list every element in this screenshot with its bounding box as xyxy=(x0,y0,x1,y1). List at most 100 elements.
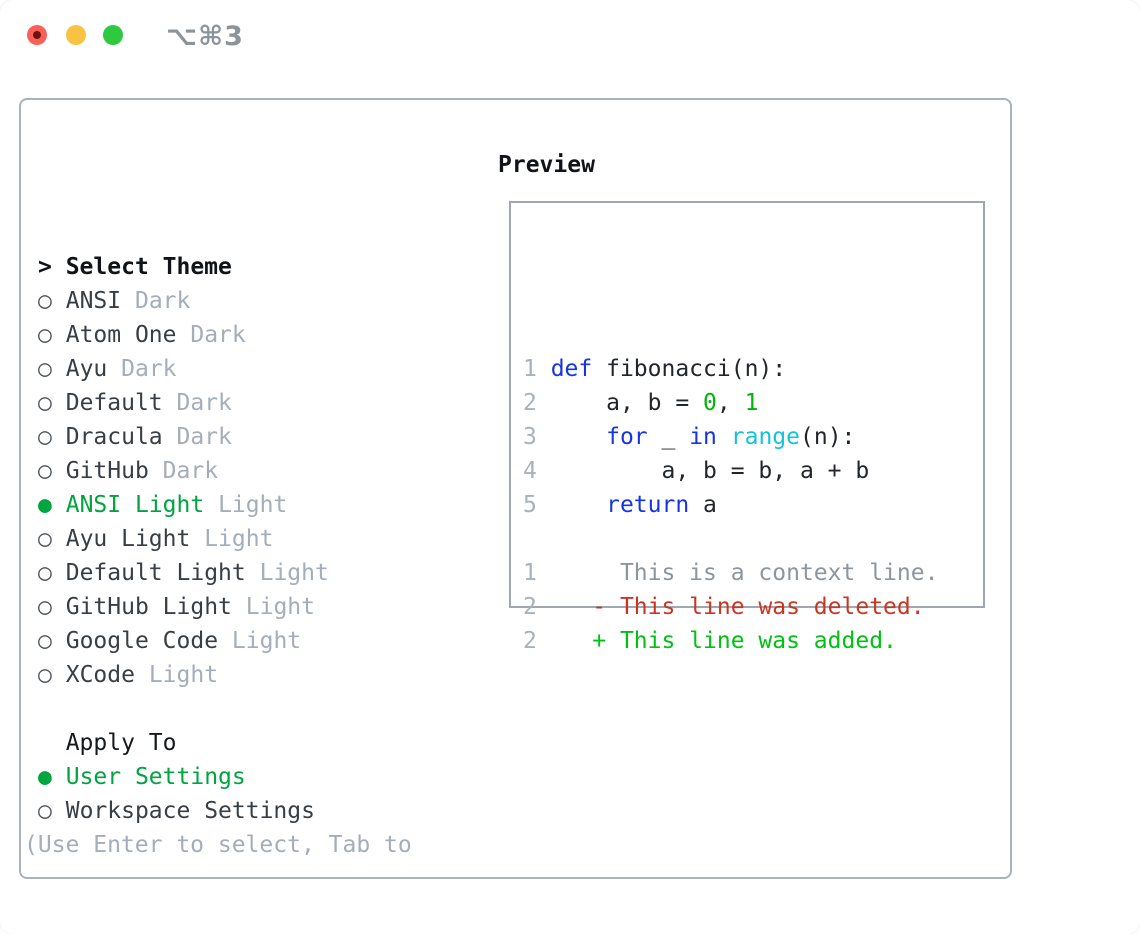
radio-unselected-icon: ○ xyxy=(38,322,52,348)
radio-unselected-icon: ○ xyxy=(38,424,52,450)
gap xyxy=(52,458,66,484)
gap xyxy=(149,458,163,484)
theme-option-default[interactable]: ○ Default Dark xyxy=(38,386,329,420)
token-plain xyxy=(551,492,606,518)
preview-heading: Preview xyxy=(498,152,595,178)
apply-option-workspace-settings[interactable]: ○ Workspace Settings xyxy=(38,794,329,828)
theme-option-ansi[interactable]: ○ ANSI Dark xyxy=(38,284,329,318)
hint-line: (Use Enter to select, Tab to xyxy=(24,832,412,858)
theme-name: Google Code xyxy=(65,628,219,654)
token-plain: a xyxy=(689,492,717,518)
token-plain xyxy=(717,424,731,450)
gap xyxy=(52,628,66,654)
line-number: 1 xyxy=(523,560,551,586)
zoom-button[interactable] xyxy=(103,25,123,45)
radio-unselected-icon: ○ xyxy=(38,458,52,484)
token-number: 1 xyxy=(744,390,759,416)
theme-option-ayu[interactable]: ○ Ayu Dark xyxy=(38,352,329,386)
theme-picker-panel: > Select Theme○ ANSI Dark○ Atom One Dark… xyxy=(19,98,1012,879)
theme-option-github[interactable]: ○ GitHub Dark xyxy=(38,454,329,488)
code-line: 3 for _ in range(n): xyxy=(523,420,983,454)
gap xyxy=(121,288,135,314)
gap xyxy=(52,594,66,620)
token-builtin: range xyxy=(730,424,800,450)
theme-name: Atom One xyxy=(65,322,177,348)
code-line: 1 def fibonacci(n): xyxy=(523,352,983,386)
theme-name: Ayu Light xyxy=(65,526,191,552)
close-button[interactable] xyxy=(27,25,47,45)
line-number: 3 xyxy=(523,424,551,450)
theme-name: Ayu xyxy=(65,356,108,382)
token-plain: a, b = xyxy=(550,390,704,416)
radio-unselected-icon: ○ xyxy=(38,628,52,654)
apply-to-heading: Apply To xyxy=(38,726,329,760)
gap xyxy=(177,322,191,348)
token-plain xyxy=(551,424,606,450)
theme-variant: Light xyxy=(204,526,274,552)
theme-name: ANSI Light xyxy=(65,492,205,518)
token-added: + This line was added. xyxy=(550,628,897,654)
theme-variant: Light xyxy=(231,628,302,654)
hint-line: change focus) xyxy=(24,930,412,934)
radio-unselected-icon: ○ xyxy=(38,390,52,416)
radio-unselected-icon: ○ xyxy=(38,594,52,620)
token-keyword: in xyxy=(689,424,717,450)
theme-option-github-light[interactable]: ○ GitHub Light Light xyxy=(38,590,329,624)
theme-option-google-code[interactable]: ○ Google Code Light xyxy=(38,624,329,658)
line-number: 1 xyxy=(523,356,551,382)
line-number: 2 xyxy=(523,594,551,620)
spacer xyxy=(38,692,329,726)
theme-name: Dracula xyxy=(65,424,163,450)
token-plain: , xyxy=(716,390,745,416)
keyboard-hint: (Use Enter to select, Tab to change focu… xyxy=(24,760,412,934)
theme-name: Default Light xyxy=(65,560,246,586)
gap xyxy=(163,390,177,416)
theme-option-ansi-light[interactable]: ● ANSI Light Light xyxy=(38,488,329,522)
line-number: 2 xyxy=(523,390,551,416)
gap xyxy=(52,662,66,688)
token-plain: a, b = b, a + b xyxy=(550,458,870,484)
code-line: 2 - This line was deleted. xyxy=(523,590,983,624)
theme-variant: Dark xyxy=(162,458,219,484)
window-title: ⌥⌘3 xyxy=(166,21,244,52)
theme-option-atom-one[interactable]: ○ Atom One Dark xyxy=(38,318,329,352)
cursor-prefix-icon: > xyxy=(38,254,66,280)
theme-option-ayu-light[interactable]: ○ Ayu Light Light xyxy=(38,522,329,556)
theme-variant: Light xyxy=(259,560,329,586)
radio-unselected-icon: ○ xyxy=(38,560,52,586)
gap xyxy=(107,356,121,382)
token-context: This is a context line. xyxy=(550,560,939,586)
token-plain: fibonacci(n): xyxy=(592,356,787,382)
gap xyxy=(52,288,66,314)
apply-option-user-settings[interactable]: ● User Settings xyxy=(38,760,329,794)
theme-variant: Dark xyxy=(176,424,232,450)
theme-option-dracula[interactable]: ○ Dracula Dark xyxy=(38,420,329,454)
gap xyxy=(190,526,204,552)
theme-option-default-light[interactable]: ○ Default Light Light xyxy=(38,556,329,590)
radio-unselected-icon: ○ xyxy=(38,526,52,552)
radio-selected-icon: ● xyxy=(38,492,52,518)
gap xyxy=(204,492,218,518)
code-line: 2 a, b = 0, 1 xyxy=(523,386,983,420)
radio-unselected-icon: ○ xyxy=(38,356,52,382)
code-line: 2 + This line was added. xyxy=(523,624,983,658)
gap xyxy=(135,662,149,688)
line-number: 4 xyxy=(523,458,551,484)
theme-variant: Dark xyxy=(190,322,246,348)
gap xyxy=(52,424,66,450)
theme-name: ANSI xyxy=(65,288,122,314)
token-deleted: - This line was deleted. xyxy=(550,594,925,620)
token-plain: _ xyxy=(647,424,690,450)
theme-variant: Light xyxy=(148,662,219,688)
line-number: 5 xyxy=(523,492,551,518)
theme-name: GitHub xyxy=(65,458,149,484)
apply-option-label: User Settings xyxy=(65,764,246,790)
minimize-button[interactable] xyxy=(66,25,86,45)
line-number: 2 xyxy=(523,628,551,654)
theme-option-xcode[interactable]: ○ XCode Light xyxy=(38,658,329,692)
token-keyword: for xyxy=(606,424,648,450)
gap xyxy=(163,424,177,450)
